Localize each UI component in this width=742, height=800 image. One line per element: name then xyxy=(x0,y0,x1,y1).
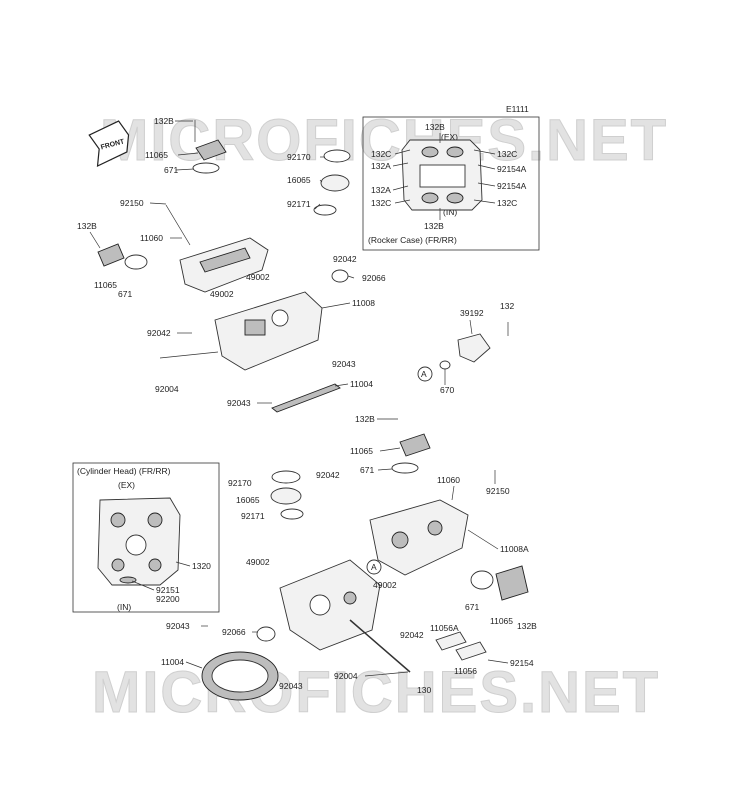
rocker-label-132c-3: 132C xyxy=(371,198,391,208)
callout-bot-11065-1: 11065 xyxy=(350,446,373,456)
callout-top-11065-1: 11065 xyxy=(145,150,168,160)
rocker-label-132b-top: 132B xyxy=(425,122,445,132)
callout-top-11004: 11004 xyxy=(350,379,373,389)
rocker-case-box: E1111 (Rocker Case) (FR/RR) (EX) (IN) 13… xyxy=(362,104,540,251)
callout-top-92043-2: 92043 xyxy=(227,398,251,408)
callout-bot-92154: 92154 xyxy=(510,658,534,668)
rocker-in-label: (IN) xyxy=(443,207,457,217)
callout-top-132b-2: 132B xyxy=(77,221,97,231)
cylinder-head-title: (Cylinder Head) (FR/RR) xyxy=(77,466,171,476)
callout-top-92170: 92170 xyxy=(287,152,311,162)
callout-bot-49002-1: 49002 xyxy=(246,557,270,567)
cylinder-label-1320: 1320 xyxy=(192,561,211,571)
callout-bot-671-2: 671 xyxy=(465,602,479,612)
rocker-case-title: (Rocker Case) (FR/RR) xyxy=(368,235,457,245)
top-valve-cover xyxy=(97,120,351,413)
callout-bot-11056a: 11056A xyxy=(430,623,459,633)
mid-assembly: 39192 132 670 A xyxy=(417,301,514,395)
bottom-assembly xyxy=(201,433,529,701)
callout-top-16065: 16065 xyxy=(287,175,311,185)
rocker-label-92154a-2: 92154A xyxy=(497,181,527,191)
callout-bot-132b-2: 132B xyxy=(517,621,537,631)
callout-top-671-2: 671 xyxy=(118,289,132,299)
callout-bot-132b-1: 132B xyxy=(355,414,375,424)
rocker-label-132a-2: 132A xyxy=(371,185,391,195)
callout-top-11008: 11008 xyxy=(352,298,375,308)
cylinder-label-92151: 92151 xyxy=(156,585,180,595)
callout-mid-a: A xyxy=(421,369,427,379)
callout-bot-92171: 92171 xyxy=(241,511,265,521)
callout-top-92042-2: 92042 xyxy=(147,328,171,338)
rocker-ex-label: (EX) xyxy=(441,132,458,142)
diagram-code: E1111 xyxy=(506,104,529,114)
callout-bot-92150: 92150 xyxy=(486,486,510,496)
rocker-label-132c-1: 132C xyxy=(371,149,391,159)
watermark-bottom: MICROFICHES.NET xyxy=(92,660,660,725)
callout-bot-a: A xyxy=(371,562,377,572)
callout-top-92043-1: 92043 xyxy=(332,359,356,369)
callout-bot-92066: 92066 xyxy=(222,627,246,637)
cylinder-label-92200: 92200 xyxy=(156,594,180,604)
callout-top-132b-1: 132B xyxy=(154,116,174,126)
callout-bot-92042-1: 92042 xyxy=(316,470,340,480)
callout-bot-92004: 92004 xyxy=(334,671,358,681)
callout-top-11065-2: 11065 xyxy=(94,280,117,290)
callout-top-49002-2: 49002 xyxy=(210,289,234,299)
bottom-callouts: 132B 11065 671 11060 92150 92170 92042 1… xyxy=(161,414,537,695)
rocker-label-132c-2: 132C xyxy=(497,149,517,159)
callout-top-671-1: 671 xyxy=(164,165,178,175)
top-callouts: 132B 11065 671 92170 16065 92171 92150 1… xyxy=(77,116,386,408)
watermark-top: MICROFICHES.NET xyxy=(100,108,668,173)
cylinder-head-box: (Cylinder Head) (FR/RR) (EX) (IN) 1320 9… xyxy=(72,462,220,613)
callout-bot-92043-2: 92043 xyxy=(279,681,303,691)
callout-bot-11060: 11060 xyxy=(437,475,460,485)
rocker-label-92154a-1: 92154A xyxy=(497,164,527,174)
callout-top-11060: 11060 xyxy=(140,233,163,243)
cylinder-in-label: (IN) xyxy=(117,602,131,612)
callout-top-92042-1: 92042 xyxy=(333,254,357,264)
callout-bot-11008a: 11008A xyxy=(500,544,529,554)
callout-mid-39192: 39192 xyxy=(460,308,484,318)
rocker-label-132b-bottom: 132B xyxy=(424,221,444,231)
callout-top-49002-1: 49002 xyxy=(246,272,270,282)
callout-top-92066: 92066 xyxy=(362,273,386,283)
rocker-label-132a-1: 132A xyxy=(371,161,391,171)
callout-top-92150: 92150 xyxy=(120,198,144,208)
callout-mid-670: 670 xyxy=(440,385,454,395)
cylinder-ex-label: (EX) xyxy=(118,480,135,490)
callout-top-92171: 92171 xyxy=(287,199,311,209)
callout-bot-11056: 11056 xyxy=(454,666,477,676)
callout-bot-92042-2: 92042 xyxy=(400,630,424,640)
front-arrow-icon: FRONT xyxy=(88,120,130,168)
callout-bot-671-1: 671 xyxy=(360,465,374,475)
callout-bot-130: 130 xyxy=(417,685,431,695)
rocker-label-132c-4: 132C xyxy=(497,198,517,208)
callout-bot-11004: 11004 xyxy=(161,657,184,667)
callout-bot-11065-2: 11065 xyxy=(490,616,513,626)
callout-bot-92043-1: 92043 xyxy=(166,621,190,631)
callout-bot-16065: 16065 xyxy=(236,495,260,505)
callout-bot-92170: 92170 xyxy=(228,478,252,488)
callout-bot-49002-2: 49002 xyxy=(373,580,397,590)
callout-top-92004: 92004 xyxy=(155,384,179,394)
callout-mid-132: 132 xyxy=(500,301,514,311)
